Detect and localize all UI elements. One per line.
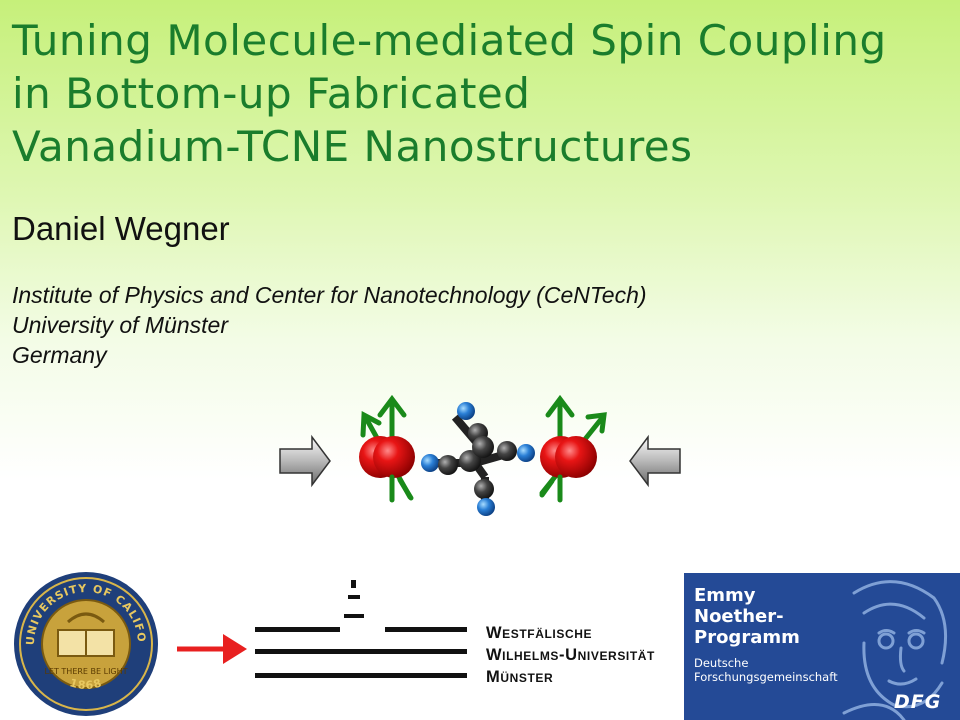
carbon-atom [472, 436, 494, 458]
title-line-2: in Bottom-up Fabricated [12, 69, 531, 118]
author-name: Daniel Wegner [12, 210, 230, 247]
nitrogen-atom [477, 498, 495, 516]
carbon-atom [438, 455, 458, 475]
carbon-atom [459, 450, 481, 472]
affiliation-line-2: University of Münster [12, 312, 229, 338]
slide-title: Tuning Molecule-mediated Spin Coupling i… [12, 14, 952, 173]
dfg-title-line-1: Emmy [694, 585, 756, 606]
dfg-mark: DFG [894, 691, 942, 713]
molecule-spin-diagram [279, 394, 681, 516]
seal-year: 1868 [68, 676, 103, 692]
affiliation: Institute of Physics and Center for Nano… [12, 280, 647, 370]
nitrogen-atom [517, 444, 535, 462]
vanadium-atom-left [373, 436, 415, 478]
wwu-wordmark: Westfälische Wilhelms-Universität Münste… [486, 622, 655, 688]
dfg-sub-line-1: Deutsche [694, 656, 749, 670]
wwu-line-3: Münster [486, 668, 554, 686]
dfg-emmy-noether-logo: Emmy Noether- Programm Deutsche Forschun… [684, 573, 960, 720]
push-arrow-left-icon [279, 434, 331, 488]
affiliation-line-1: Institute of Physics and Center for Nano… [12, 282, 647, 308]
svg-text:1868: 1868 [68, 676, 104, 692]
uc-berkeley-seal: THE UNIVERSITY OF CALIFORNIA 1868 LET TH… [12, 570, 158, 716]
emmy-noether-portrait-icon [842, 580, 948, 720]
push-arrow-right-icon [629, 434, 681, 488]
title-line-1: Tuning Molecule-mediated Spin Coupling [12, 16, 887, 65]
wwu-logo-mark [255, 580, 467, 678]
dfg-title-line-3: Programm [694, 627, 800, 648]
nitrogen-atom [421, 454, 439, 472]
carbon-atom [497, 441, 517, 461]
pointer-arrow-icon [177, 634, 247, 664]
wwu-line-1: Westfälische [486, 624, 593, 642]
vanadium-atom-right [555, 436, 597, 478]
title-line-3: Vanadium-TCNE Nanostructures [12, 122, 693, 171]
dfg-sub-line-2: Forschungsgemeinschaft [694, 670, 838, 684]
tcne-molecule [421, 402, 535, 516]
nitrogen-atom [457, 402, 475, 420]
svg-text:LET THERE BE LIGHT: LET THERE BE LIGHT [44, 667, 127, 676]
dfg-text-block: Emmy Noether- Programm Deutsche Forschun… [694, 585, 838, 684]
dfg-title-line-2: Noether- [694, 606, 784, 627]
carbon-atom [474, 479, 494, 499]
affiliation-line-3: Germany [12, 342, 107, 368]
wwu-line-2: Wilhelms-Universität [486, 646, 655, 664]
